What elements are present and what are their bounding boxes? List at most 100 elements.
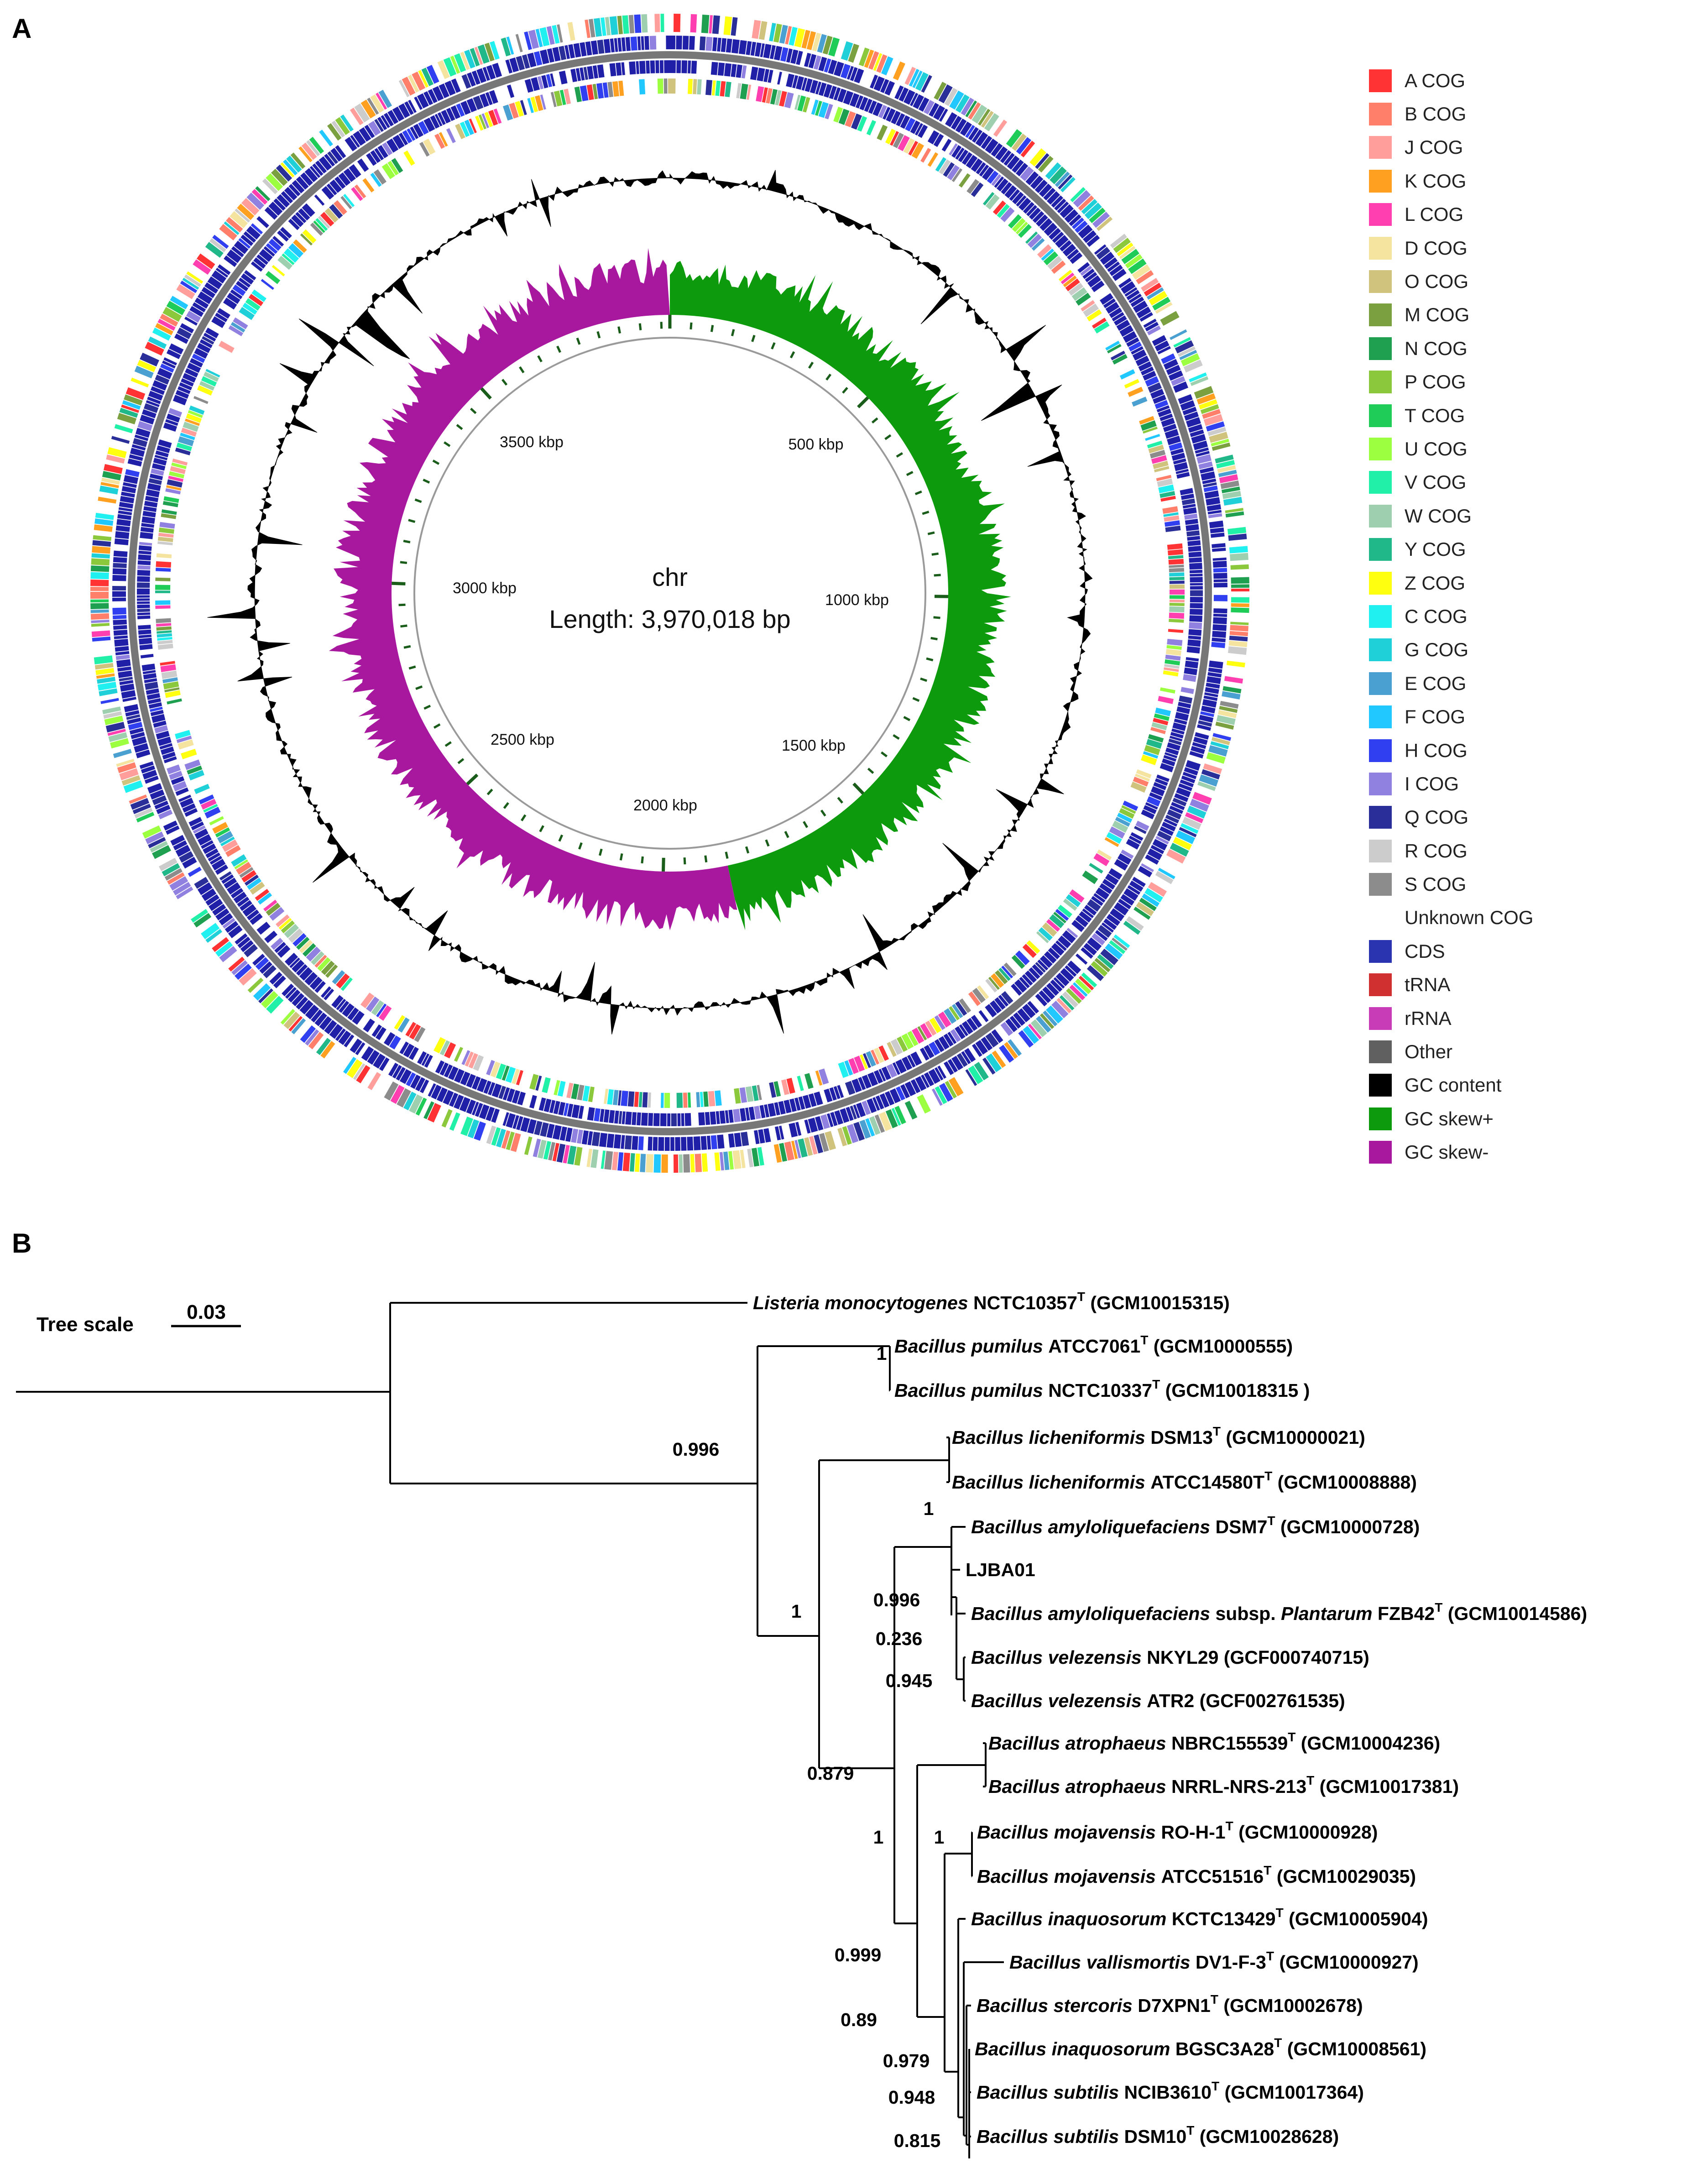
feature-arc	[833, 87, 841, 101]
legend-item: B COG	[1369, 97, 1698, 131]
feature-arc	[542, 1077, 551, 1093]
legend-label: Other	[1405, 1041, 1453, 1063]
feature-arc	[896, 1086, 906, 1101]
feature-arc	[533, 51, 543, 66]
feature-arc	[1209, 660, 1223, 669]
feature-arc	[1087, 275, 1101, 287]
feature-arc	[603, 39, 611, 53]
feature-arc	[956, 1053, 968, 1067]
legend-item: G COG	[1369, 633, 1698, 667]
feature-arc	[546, 1123, 555, 1139]
bootstrap-value: 0.979	[883, 2050, 930, 2071]
feature-arc	[1186, 524, 1199, 531]
feature-arc	[434, 114, 443, 126]
feature-arc	[589, 19, 595, 38]
feature-arc	[732, 1150, 742, 1170]
feature-arc	[1147, 440, 1163, 449]
feature-arc	[614, 38, 618, 52]
feature-arc	[819, 1133, 829, 1152]
feature-arc	[1000, 1022, 1013, 1036]
feature-arc	[349, 164, 361, 178]
feature-arc	[1032, 964, 1044, 976]
coordinate-tick	[457, 758, 465, 764]
feature-arc	[907, 1030, 919, 1046]
feature-arc	[752, 1085, 759, 1101]
feature-arc	[1119, 325, 1134, 337]
feature-arc	[901, 1056, 913, 1071]
feature-arc	[211, 316, 226, 328]
feature-arc	[823, 84, 832, 98]
feature-arc	[703, 1091, 709, 1107]
feature-arc	[1225, 507, 1244, 513]
feature-arc	[292, 960, 305, 973]
bootstrap-value: 0.999	[835, 1944, 882, 1965]
feature-arc	[972, 1044, 982, 1057]
feature-arc	[241, 870, 257, 883]
feature-arc	[977, 985, 989, 999]
feature-arc	[156, 731, 170, 740]
feature-arc	[235, 862, 252, 875]
tree-scale-label: Tree scale	[37, 1313, 134, 1336]
feature-arc	[659, 60, 664, 73]
feature-arc	[741, 65, 747, 78]
feature-arc	[179, 382, 193, 391]
feature-arc	[1231, 584, 1249, 588]
feature-arc	[1152, 395, 1166, 404]
feature-arc	[612, 81, 619, 97]
legend-label: H COG	[1405, 739, 1468, 761]
feature-arc	[227, 293, 240, 304]
feature-arc	[315, 160, 327, 174]
feature-arc	[314, 194, 325, 206]
legend-label: D COG	[1405, 237, 1468, 259]
feature-arc	[1130, 832, 1144, 841]
feature-arc	[1027, 1001, 1039, 1014]
feature-arc	[436, 1087, 448, 1102]
feature-arc	[391, 158, 403, 173]
feature-arc	[117, 413, 137, 424]
feature-arc	[961, 97, 974, 116]
feature-arc	[370, 172, 382, 187]
feature-arc	[1213, 579, 1227, 582]
feature-arc	[894, 1106, 906, 1124]
feature-arc	[1125, 254, 1143, 269]
feature-arc	[95, 668, 115, 675]
feature-arc	[1160, 496, 1176, 502]
feature-arc	[223, 298, 237, 310]
feature-arc	[581, 1130, 589, 1145]
feature-arc	[1081, 972, 1097, 988]
feature-arc	[1007, 155, 1020, 170]
feature-arc	[466, 1074, 476, 1088]
feature-arc	[90, 591, 109, 599]
bootstrap-value: 1	[934, 1827, 945, 1848]
feature-arc	[119, 677, 133, 682]
feature-arc	[234, 240, 249, 254]
feature-arc	[377, 145, 388, 158]
feature-arc	[884, 81, 895, 96]
feature-arc	[95, 512, 114, 520]
feature-arc	[454, 1069, 465, 1083]
feature-arc	[309, 136, 324, 154]
feature-arc	[476, 68, 487, 84]
feature-arc	[529, 1074, 539, 1090]
feature-arc	[174, 333, 189, 344]
legend-label: T COG	[1405, 404, 1465, 426]
feature-arc	[590, 40, 598, 55]
feature-arc	[1112, 820, 1128, 833]
feature-arc	[961, 1051, 971, 1065]
feature-arc	[424, 1055, 433, 1068]
feature-arc	[1128, 293, 1142, 303]
legend-item: E COG	[1369, 667, 1698, 700]
feature-arc	[794, 94, 801, 110]
feature-arc	[482, 67, 491, 81]
coordinate-tick	[537, 355, 543, 363]
feature-arc	[242, 904, 256, 917]
feature-arc	[176, 284, 195, 299]
feature-arc	[166, 349, 181, 360]
feature-arc	[1220, 700, 1239, 709]
feature-arc	[1158, 696, 1174, 704]
feature-arc	[150, 710, 164, 716]
coordinate-tick	[408, 519, 416, 523]
legend-label: E COG	[1405, 672, 1467, 694]
feature-arc	[677, 1113, 681, 1126]
feature-arc	[654, 14, 660, 32]
